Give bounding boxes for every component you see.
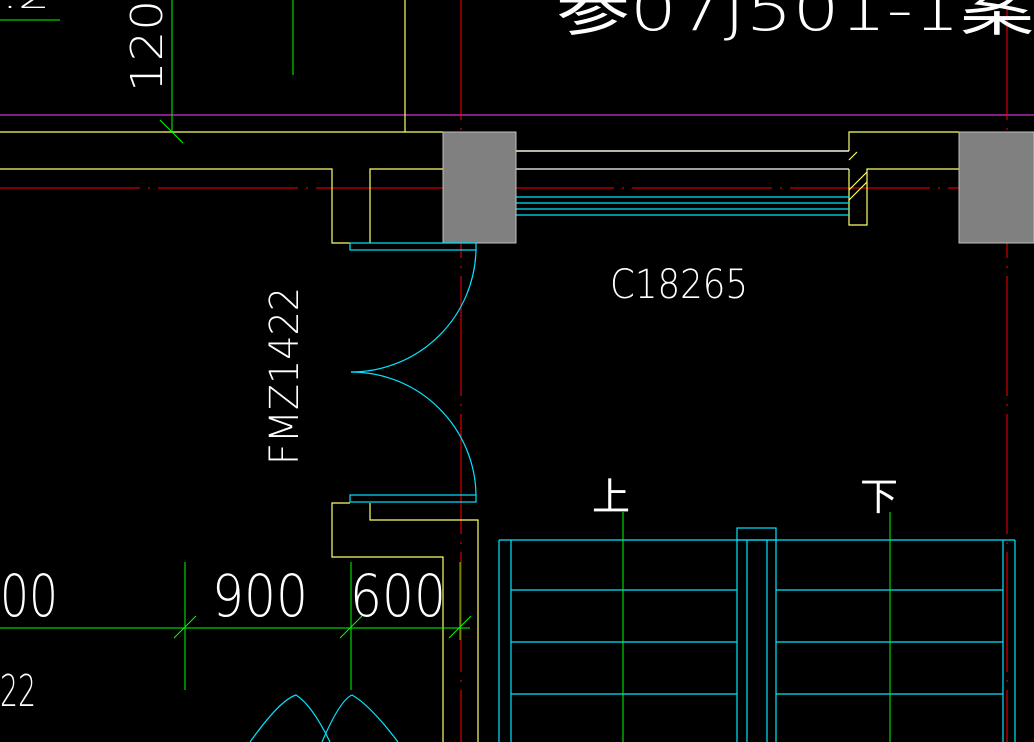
door-fmz1422[interactable] xyxy=(349,242,477,503)
dim-120-label: 120 xyxy=(122,0,173,92)
stair[interactable] xyxy=(498,527,1016,742)
door-code-label: FMZ1422 xyxy=(262,287,308,465)
partial-left-bottom-label: 22 xyxy=(0,666,36,717)
stair-down-label: 下 xyxy=(860,475,898,519)
dim-900-label: 900 xyxy=(212,562,308,630)
partial-top-right-label: 参07J501-1案 xyxy=(556,0,1034,45)
stair-up-label: 上 xyxy=(592,475,630,519)
partial-top-left-label: .2 xyxy=(2,0,50,17)
column-left[interactable] xyxy=(442,131,517,244)
window-c18265[interactable] xyxy=(516,150,849,216)
dimension-lines xyxy=(0,0,891,742)
dim-600-label: 600 xyxy=(350,562,446,630)
window-code-label: C18265 xyxy=(610,262,748,308)
column-right[interactable] xyxy=(958,131,1034,244)
door-bottom-partial xyxy=(249,694,399,742)
dim-left-label: 00 xyxy=(0,562,58,630)
